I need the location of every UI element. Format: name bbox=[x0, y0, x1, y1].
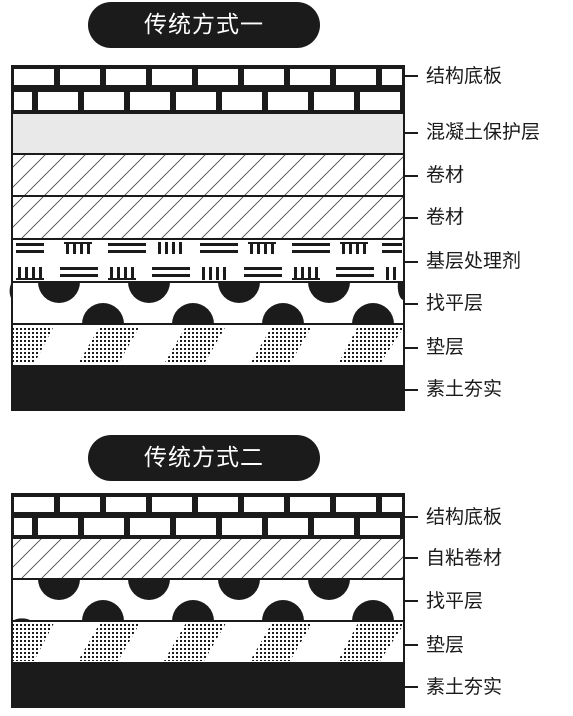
layer-label-structural-slab: 结构底板 bbox=[426, 506, 503, 528]
diagram-2 bbox=[11, 493, 418, 708]
layer-leveling bbox=[9, 281, 405, 325]
layer-membrane bbox=[11, 195, 405, 240]
layer-label-membrane: 卷材 bbox=[426, 206, 465, 228]
layer-label-concrete-protection: 混凝土保护层 bbox=[426, 121, 541, 143]
layer-membrane bbox=[11, 153, 405, 197]
layer-label-leveling: 找平层 bbox=[426, 590, 484, 612]
layer-label-primer: 基层处理剂 bbox=[426, 250, 522, 272]
layer-compacted-soil bbox=[12, 366, 404, 410]
layer-compacted-soil bbox=[12, 663, 404, 707]
layer-brick bbox=[12, 494, 404, 538]
layer-primer bbox=[11, 238, 405, 283]
layer-label-membrane: 卷材 bbox=[426, 164, 465, 186]
layer-label-leveling: 找平层 bbox=[426, 292, 484, 314]
diagram-1-title: 传统方式一 bbox=[88, 2, 320, 48]
layer-leveling bbox=[11, 578, 405, 622]
layer-brick bbox=[12, 66, 404, 114]
layer-label-cushion: 垫层 bbox=[426, 336, 465, 358]
layer-label-compacted-soil: 素土夯实 bbox=[426, 676, 503, 698]
layer-cushion bbox=[11, 323, 405, 367]
layer-membrane bbox=[11, 537, 405, 580]
diagram-1 bbox=[9, 65, 418, 411]
layer-label-compacted-soil: 素土夯实 bbox=[426, 378, 503, 400]
layer-label-structural-slab: 结构底板 bbox=[426, 65, 503, 87]
diagram-2-title: 传统方式二 bbox=[88, 435, 320, 481]
layer-label-self-adhesive-membrane: 自粘卷材 bbox=[426, 547, 503, 569]
layer-cushion bbox=[11, 620, 405, 664]
layer-concrete bbox=[11, 112, 405, 155]
layer-label-cushion: 垫层 bbox=[426, 634, 465, 656]
